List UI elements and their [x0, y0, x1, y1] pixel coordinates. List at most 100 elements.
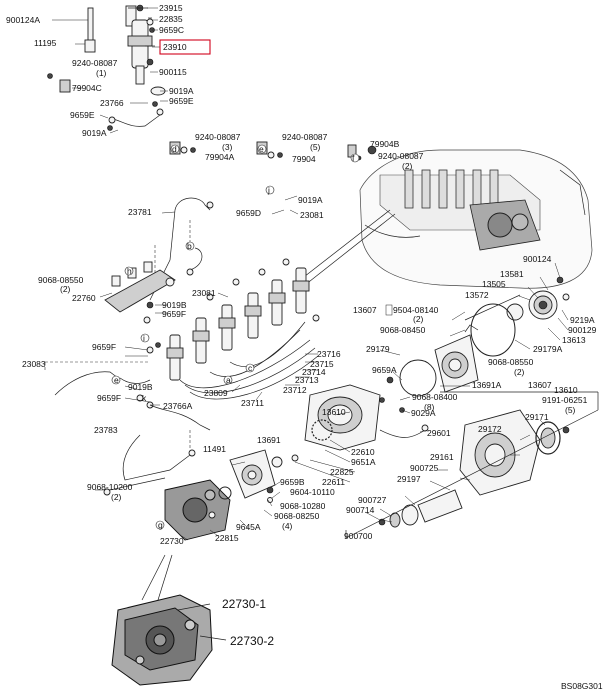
part-label: 23081	[300, 210, 324, 220]
pump-shaft-assembly	[345, 391, 599, 539]
part-label: 9191-06251	[542, 395, 588, 405]
part-labels: 900124A 23915 22835 9659C 11195 23910 92…	[6, 3, 603, 691]
reference-markers	[111, 144, 360, 530]
part-label: 29161	[430, 452, 454, 462]
part-label: 29172	[478, 424, 502, 434]
brackets-row	[169, 141, 377, 161]
part-label: 13505	[482, 279, 506, 289]
part-label: (3)	[222, 142, 233, 152]
part-label: 29197	[397, 474, 421, 484]
part-label: 9068-08250	[274, 511, 320, 521]
part-label: 23713	[295, 375, 319, 385]
fuel-line-23781	[149, 197, 396, 301]
part-label-highlighted: 23910	[163, 42, 187, 52]
part-label: 9651A	[351, 457, 376, 467]
part-label: 9219A	[570, 315, 595, 325]
pump-housing-13610	[271, 384, 429, 468]
reference-letter: f	[352, 153, 355, 163]
drawing-code: BS08G301	[561, 681, 603, 691]
part-label: 79904	[292, 154, 316, 164]
part-label: 900115	[159, 67, 187, 77]
reference-letter: g	[158, 520, 163, 530]
part-label: 23083	[22, 359, 46, 369]
reference-letter: a	[226, 375, 231, 385]
part-label: 9068-08450	[380, 325, 426, 335]
part-label: 9019A	[82, 128, 107, 138]
part-label: 22825	[330, 467, 354, 477]
part-label: 9019A	[169, 86, 194, 96]
part-label: 29179	[366, 344, 390, 354]
part-label: (1)	[96, 68, 107, 78]
part-label: 22835	[159, 14, 183, 24]
part-label: 23081	[192, 288, 216, 298]
part-label: 9029A	[411, 408, 436, 418]
part-label: 9659C	[159, 25, 184, 35]
part-label: 9659E	[70, 110, 95, 120]
part-label: 9240-08087	[378, 151, 424, 161]
part-label: 9659F	[162, 309, 186, 319]
part-label: 23766	[100, 98, 124, 108]
part-label: 13610	[554, 385, 578, 395]
fuel-line-23783	[103, 430, 196, 496]
part-label: (2)	[514, 367, 525, 377]
part-label: 9068-10280	[280, 501, 326, 511]
part-label: 23714	[302, 367, 326, 377]
part-label: 13613	[562, 335, 586, 345]
part-label: 22730-1	[222, 597, 266, 611]
part-label: 22610	[351, 447, 375, 457]
part-label: 13691	[257, 435, 281, 445]
injector-bank	[166, 258, 320, 400]
part-label: 23715	[310, 359, 334, 369]
part-label: 13607	[528, 380, 552, 390]
part-label: 79904A	[205, 152, 235, 162]
part-label: 23783	[94, 425, 118, 435]
part-label: 23716	[317, 349, 341, 359]
part-label: 29179A	[533, 344, 563, 354]
supply-pump-detail	[111, 554, 227, 686]
reference-letter: k	[142, 393, 147, 403]
part-label: 9504-08140	[393, 305, 439, 315]
part-label: 23781	[128, 207, 152, 217]
part-label: 900124	[523, 254, 552, 264]
part-label: (5)	[310, 142, 321, 152]
reference-letter: h	[127, 266, 132, 276]
part-label: 23809	[204, 388, 228, 398]
part-label: 9240-08087	[282, 132, 328, 142]
fuel-line-23083	[44, 342, 211, 431]
part-label: 22730-2	[230, 634, 274, 648]
part-label: 29171	[525, 412, 549, 422]
part-label: 13607	[353, 305, 377, 315]
reference-letter: j	[267, 185, 270, 195]
part-label: 9068-10200	[87, 482, 133, 492]
part-label: 13610	[322, 407, 346, 417]
part-label: 9645A	[236, 522, 261, 532]
part-label: 900700	[344, 531, 373, 541]
part-label: 29601	[427, 428, 451, 438]
reference-letter: b	[187, 241, 192, 251]
part-label: 9659E	[169, 96, 194, 106]
part-label: 22815	[215, 533, 239, 543]
part-label: 23766A	[163, 401, 193, 411]
part-label: (4)	[282, 521, 293, 531]
reference-letter: c	[248, 363, 253, 373]
part-label: 900129	[568, 325, 597, 335]
part-label: 22611	[322, 477, 345, 487]
part-label: 11195	[34, 38, 57, 48]
part-label: 9659B	[280, 477, 305, 487]
supply-pump-22730	[156, 449, 276, 541]
part-label: 900714	[346, 505, 375, 515]
part-label: (2)	[402, 161, 413, 171]
part-label: 79904C	[72, 83, 102, 93]
reference-letter: i	[143, 333, 145, 343]
part-label: 9068-08550	[488, 357, 534, 367]
reference-letter: d	[172, 144, 177, 154]
part-label: 9019B	[128, 382, 153, 392]
injector-assembly-top	[47, 4, 166, 131]
part-label: (8)	[424, 402, 435, 412]
part-label: 13581	[500, 269, 524, 279]
reference-letter: e	[114, 375, 119, 385]
part-label: 9068-08400	[412, 392, 458, 402]
part-label: 13691A	[472, 380, 502, 390]
part-label: (2)	[60, 284, 71, 294]
